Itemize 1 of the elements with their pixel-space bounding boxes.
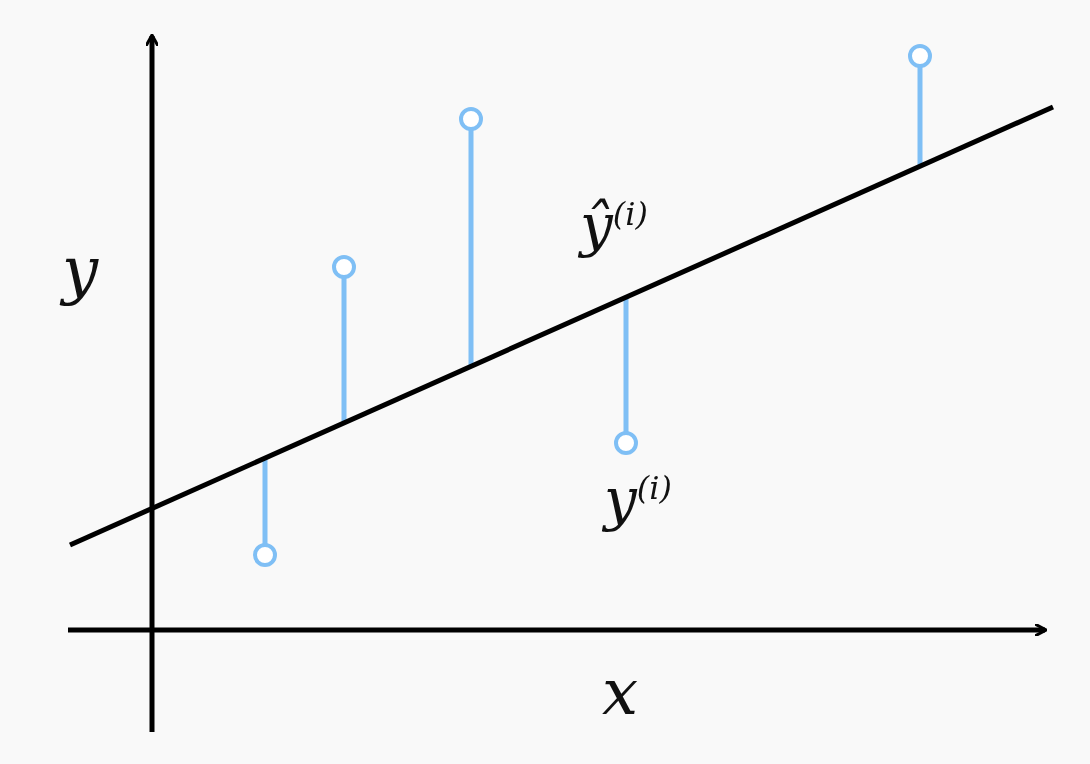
axis-label: x <box>602 660 639 724</box>
